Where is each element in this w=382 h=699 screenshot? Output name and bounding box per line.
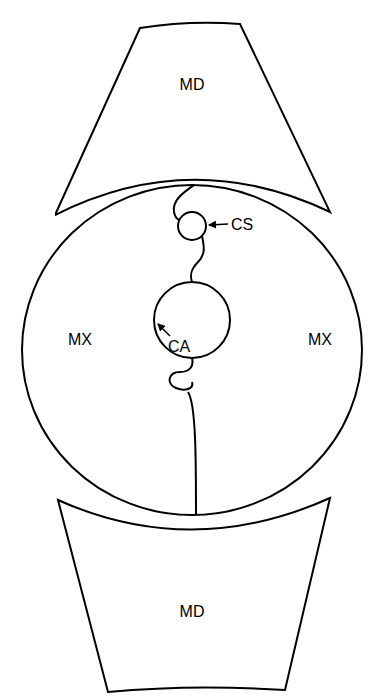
mandible-outline bbox=[55, 20, 335, 220]
salivary-canal bbox=[178, 212, 206, 240]
callout-label: CA bbox=[168, 338, 190, 356]
mandible-outline bbox=[50, 492, 340, 696]
maxilla-seam bbox=[191, 236, 204, 282]
food-canal bbox=[154, 282, 230, 358]
maxilla-seam bbox=[170, 358, 196, 515]
mandible-shape: MD bbox=[50, 492, 340, 696]
part-label: MX bbox=[308, 331, 332, 349]
maxilla-region: MX bbox=[30, 250, 150, 430]
maxillae-outline bbox=[22, 185, 362, 515]
mandible-shape: MD bbox=[55, 20, 335, 220]
maxilla-region: MX bbox=[232, 250, 352, 430]
leader-arrow bbox=[209, 224, 228, 225]
part-label: MD bbox=[180, 76, 205, 94]
leader-arrow bbox=[158, 324, 170, 336]
part-label: MX bbox=[68, 331, 92, 349]
part-label: MD bbox=[180, 603, 205, 621]
callout-label: CS bbox=[231, 216, 253, 234]
